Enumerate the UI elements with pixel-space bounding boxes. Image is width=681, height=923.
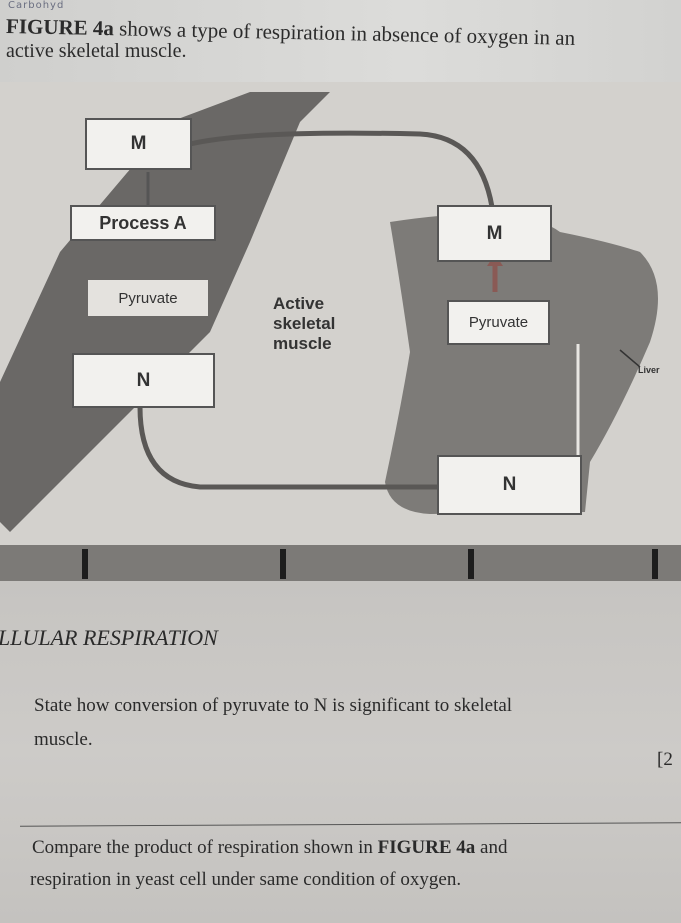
liver-m-box: M [437, 205, 552, 262]
muscle-m-box: M [85, 118, 192, 170]
label-line: skeletal [273, 314, 336, 333]
question-intro: Carbohyd FIGURE 4a shows a type of respi… [0, 0, 681, 82]
tick-mark [652, 549, 658, 579]
tick-mark [280, 549, 286, 579]
handwritten-note: Carbohyd [8, 0, 65, 11]
question-2-line-1: Compare the product of respiration shown… [32, 837, 507, 859]
muscle-pyruvate-box: Pyruvate [88, 280, 208, 316]
liver-n-box: N [437, 455, 582, 515]
question-1-marks: [2 [657, 749, 673, 770]
tick-mark [468, 549, 474, 579]
cycle-line-bottom [137, 406, 440, 490]
question-1-line-2: muscle. [34, 729, 93, 750]
q2-text: and [475, 837, 508, 858]
muscle-n-box: N [72, 353, 215, 408]
question-section: LLULAR RESPIRATION State how conversion … [0, 581, 681, 923]
question-2-line-2: respiration in yeast cell under same con… [30, 869, 462, 890]
page-fold-strip [0, 545, 681, 581]
section-heading: LLULAR RESPIRATION [0, 625, 218, 650]
figure-ref: FIGURE 4a [5, 14, 115, 41]
tick-mark [82, 549, 88, 579]
answer-line [20, 822, 681, 827]
label-line: Active [273, 294, 325, 313]
liver-pointer-line [619, 349, 641, 368]
figure-4a-diagram: M Process A Pyruvate N Active skeletal m… [0, 82, 681, 547]
question-1-line-1: State how conversion of pyruvate to N is… [34, 695, 513, 716]
cycle-line-top [189, 130, 495, 208]
liver-pyruvate-box: Pyruvate [447, 300, 550, 345]
figure-ref: FIGURE 4a [377, 837, 476, 858]
liver-shape [385, 214, 658, 514]
liver-label: Liver [638, 365, 660, 375]
label-line: muscle [273, 334, 332, 353]
process-a-box: Process A [70, 205, 216, 241]
active-skeletal-muscle-label: Active skeletal muscle [273, 294, 335, 354]
intro-line-2: active skeletal muscle. [6, 40, 187, 62]
q2-text: Compare the product of respiration shown… [32, 837, 378, 858]
